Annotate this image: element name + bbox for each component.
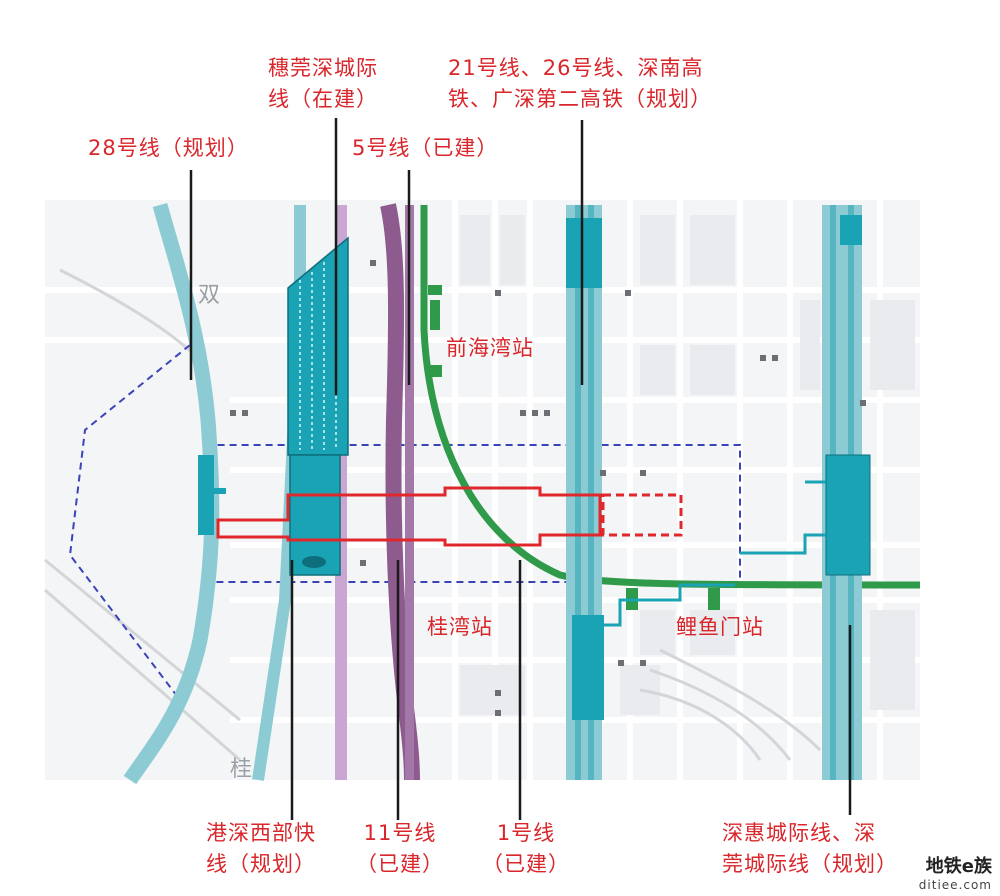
light-blocks <box>460 215 915 715</box>
label-qianhaiwan-station: 前海湾站 <box>446 333 534 364</box>
qianhaiwan-station-marks <box>428 285 442 377</box>
underground-corridor <box>216 486 602 547</box>
label-line-28-text: 28号线（规划） <box>88 136 249 160</box>
line-21-station-bottom <box>572 615 604 720</box>
label-line-21-line2: 铁、广深第二高铁（规划） <box>448 87 712 111</box>
watermark: 地铁e族 ditiee.com <box>919 852 992 892</box>
label-line-21-line1: 21号线、26号线、深南高 <box>448 56 704 80</box>
label-qianhaiwan-text: 前海湾站 <box>446 336 534 360</box>
shenhui-station-main <box>825 454 871 576</box>
base-map-text-gui: 桂 <box>230 757 252 782</box>
label-suiguan-intercity: 穗莞深城际 线（在建） <box>268 53 378 115</box>
poi-icons <box>230 260 866 716</box>
label-line-11-line2: （已建） <box>356 852 444 876</box>
line-5 <box>405 205 414 780</box>
label-line-11: 11号线 （已建） <box>356 818 444 880</box>
qianhai-station-block <box>287 236 349 456</box>
base-map-text-shuang: 双 <box>198 283 220 308</box>
label-line-1: 1号线 （已建） <box>482 818 570 880</box>
label-gangshen-express: 港深西部快 线（规划） <box>206 818 316 880</box>
label-gangshen-line2: 线（规划） <box>206 852 316 876</box>
label-guiwan-text: 桂湾站 <box>427 615 493 639</box>
base-diagonals <box>44 268 822 762</box>
label-line-1-line1: 1号线 <box>496 821 556 845</box>
label-shenhui-line1: 深惠城际线、深 <box>722 821 876 845</box>
label-liyumen-station: 鲤鱼门站 <box>676 612 764 643</box>
watermark-brand: 地铁e族 <box>925 856 992 877</box>
shenhui-station-top <box>840 215 862 245</box>
label-shenhui-line2: 莞城际线（规划） <box>722 852 898 876</box>
label-suiguan-line2: 线（在建） <box>268 87 378 111</box>
label-guiwan-station: 桂湾站 <box>427 612 493 643</box>
watermark-url: ditiee.com <box>918 878 992 892</box>
label-line-5-text: 5号线（已建） <box>352 136 499 160</box>
label-line-1-line2: （已建） <box>482 852 570 876</box>
planning-boundary <box>68 344 741 701</box>
line-1 <box>420 205 921 589</box>
leader-lines <box>189 118 852 820</box>
label-line-21-group: 21号线、26号线、深南高 铁、广深第二高铁（规划） <box>448 53 712 115</box>
line-28-station <box>198 455 214 535</box>
label-liyumen-text: 鲤鱼门站 <box>676 615 764 639</box>
gangshen-station-block <box>289 454 341 576</box>
corridor-extension <box>601 493 683 537</box>
label-line-11-line1: 11号线 <box>363 821 437 845</box>
label-suiguan-line1: 穗莞深城际 <box>268 56 378 80</box>
label-line-28: 28号线（规划） <box>88 133 249 164</box>
label-line-5: 5号线（已建） <box>352 133 498 164</box>
label-shenhui-intercity: 深惠城际线、深 莞城际线（规划） <box>722 818 898 880</box>
label-gangshen-line1: 港深西部快 <box>206 821 316 845</box>
line-21-station-top <box>566 218 602 288</box>
